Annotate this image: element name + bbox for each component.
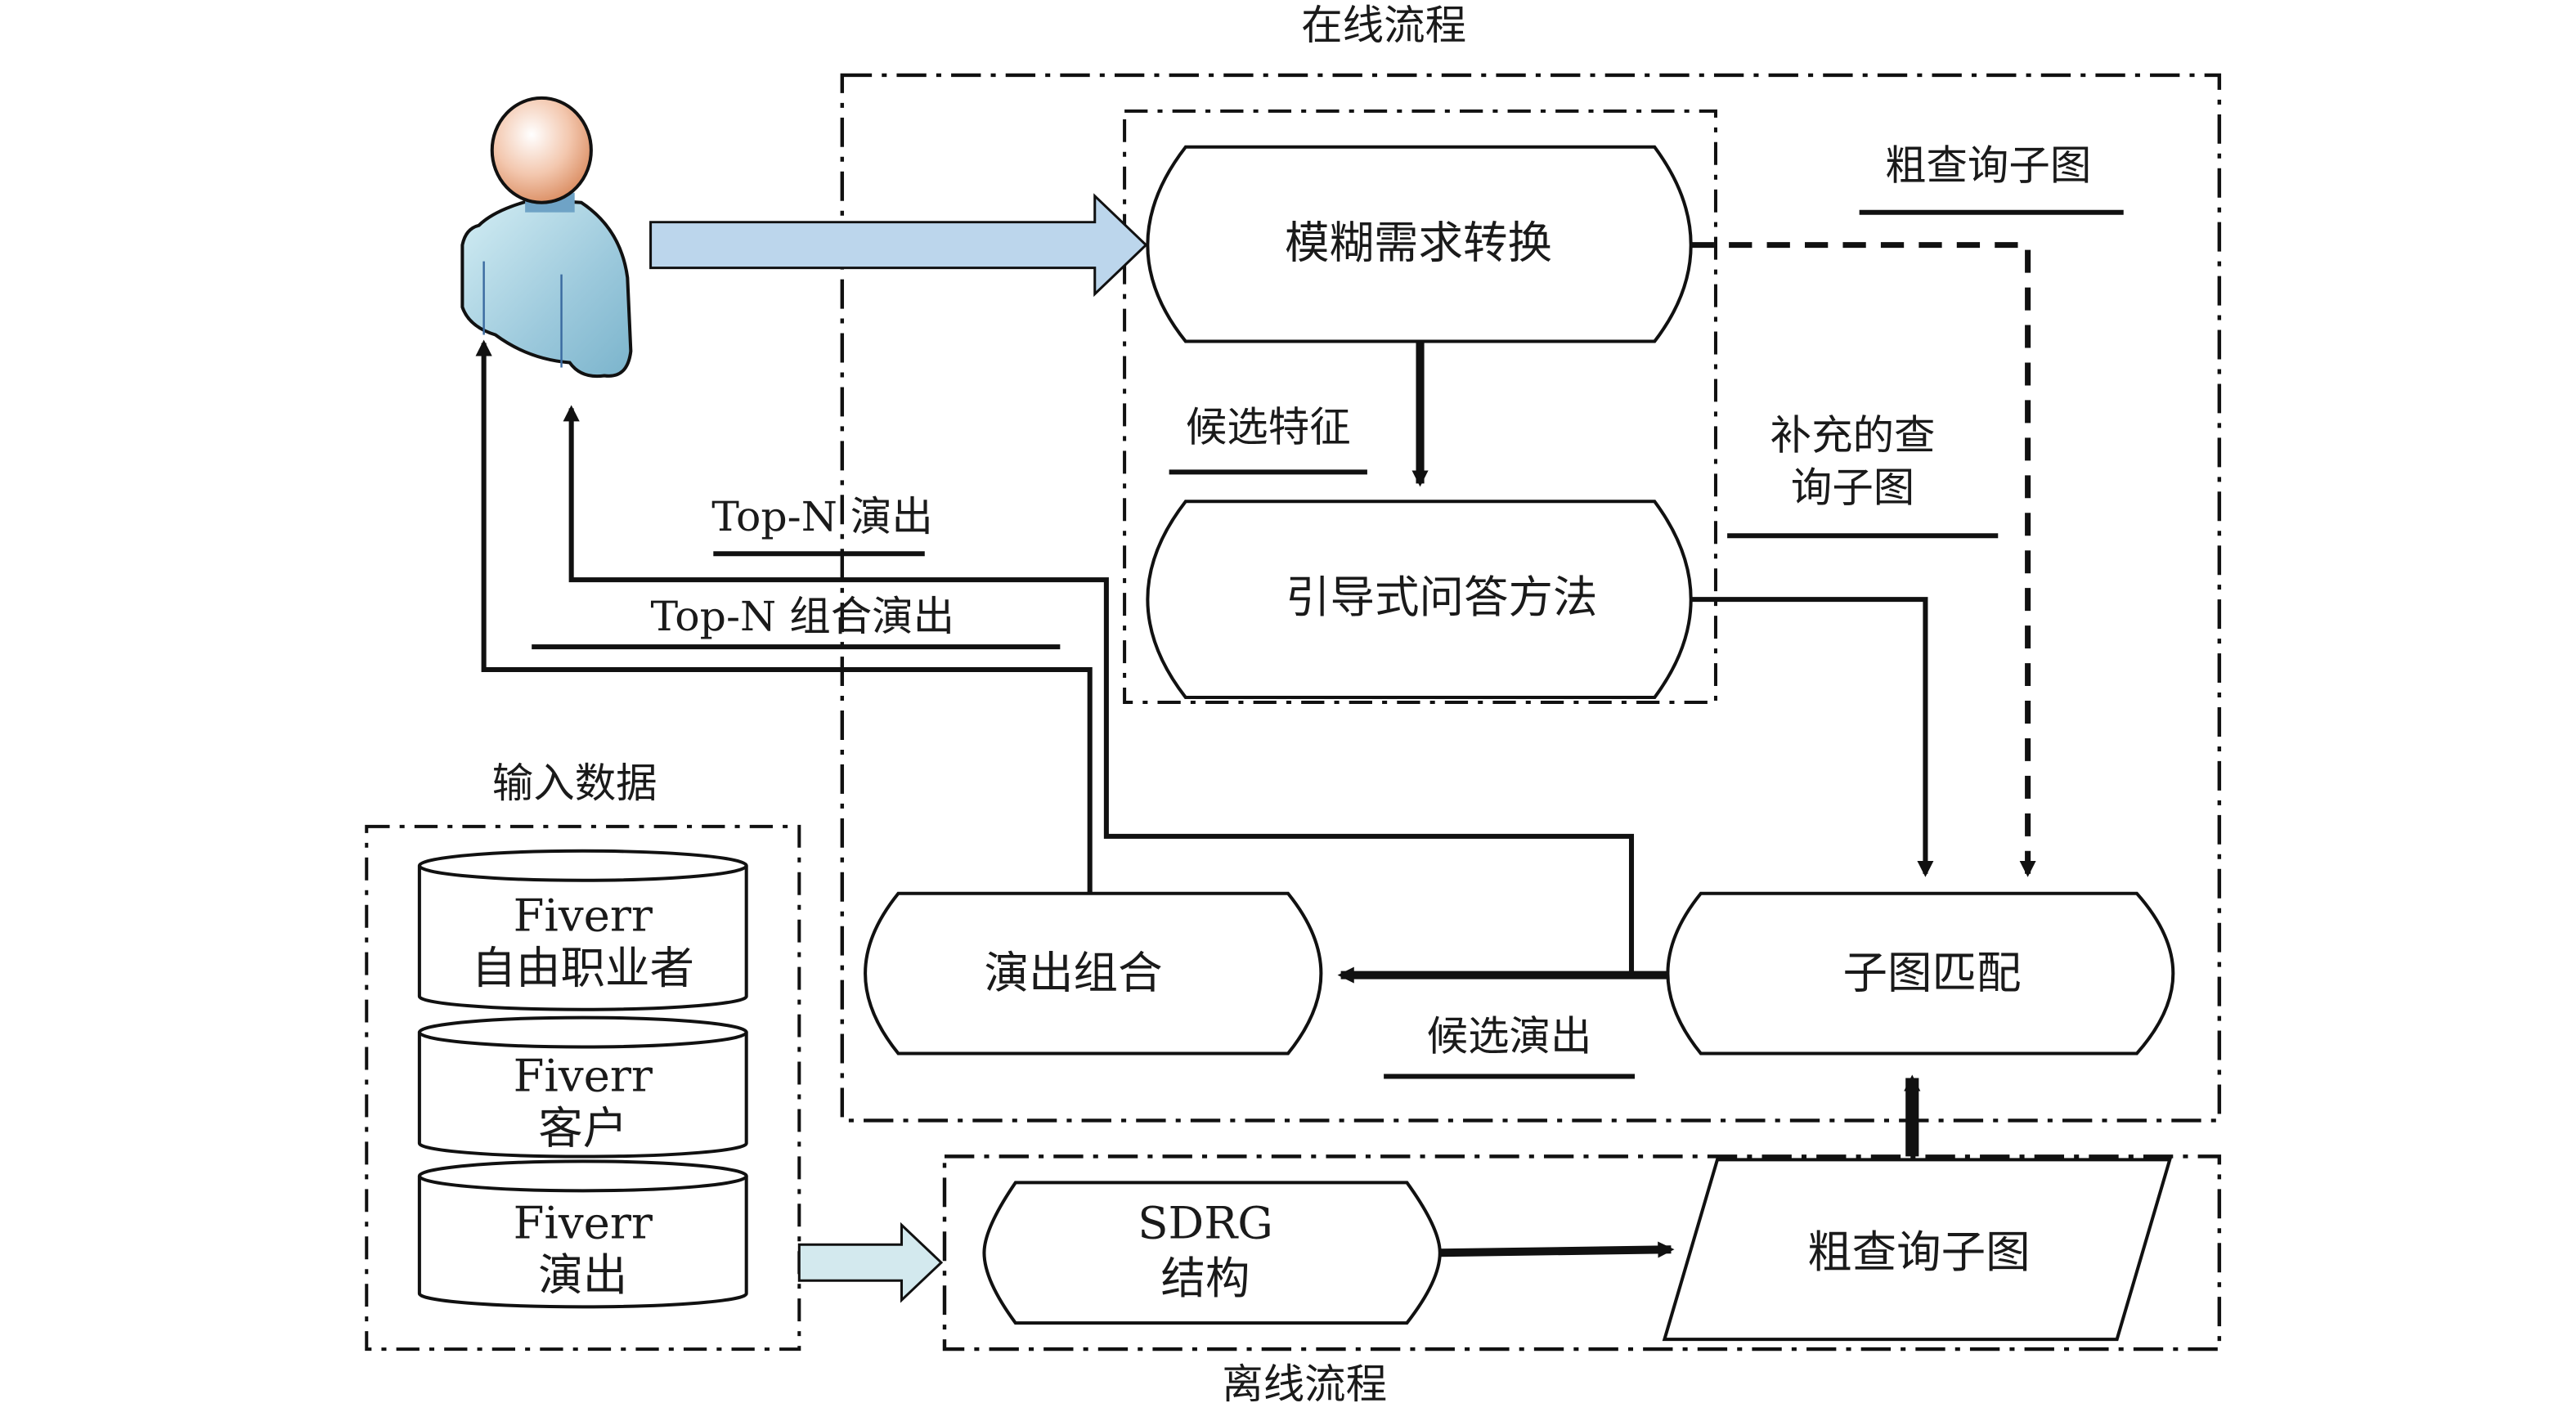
input-data-label: 输入数据 (492, 759, 657, 807)
label-top-n-combined: Top-N 组合演出 (651, 592, 955, 640)
label-top-n-performances: Top-N 演出 (711, 493, 933, 541)
database-performances-line2: 演出 (538, 1249, 627, 1301)
online-inner-frame (1123, 109, 1717, 705)
database-freelancers[interactable]: Fiverr 自由职业者 (417, 849, 748, 1011)
edge-guided-to-matching (1690, 597, 1934, 877)
edge-sdrg-to-coarse (1439, 1241, 1675, 1258)
input-data-arrow (797, 1222, 944, 1303)
offline-process-frame (942, 1154, 2222, 1352)
node-guided-qa[interactable]: 引导式问答方法 (1146, 500, 1693, 700)
database-clients-line1: Fiverr (514, 1051, 653, 1102)
edge-top-n-combined (475, 339, 1093, 894)
node-subgraph-matching-label: 子图匹配 (1842, 948, 2021, 999)
node-sdrg-label-line1: SDRG (1138, 1198, 1273, 1249)
database-clients-line2: 客户 (538, 1103, 627, 1154)
node-fuzzy-conversion-label: 模糊需求转换 (1285, 217, 1552, 269)
node-sdrg-label-line2: 结构 (1161, 1253, 1250, 1304)
edge-top-n-performances (563, 405, 1635, 975)
label-supplementary-line2: 询子图 (1791, 464, 1914, 512)
edge-fuzzy-to-matching-dashed (1690, 242, 2036, 877)
database-freelancers-line1: Fiverr (514, 890, 653, 942)
online-process-frame (840, 73, 2222, 1123)
node-subgraph-matching[interactable]: 子图匹配 (1666, 891, 2175, 1056)
label-candidate-features: 候选特征 (1186, 403, 1351, 451)
database-performances-line1: Fiverr (514, 1198, 653, 1249)
node-performance-combination[interactable]: 演出组合 (864, 891, 1323, 1056)
node-sdrg-structure[interactable]: SDRG 结构 (982, 1181, 1442, 1325)
user-icon (460, 96, 633, 379)
online-process-label: 在线流程 (1301, 1, 1466, 49)
database-performances[interactable]: Fiverr 演出 (417, 1159, 748, 1309)
node-coarse-query-subgraph-data[interactable]: 粗查询子图 (1662, 1158, 2172, 1342)
label-supplementary-line1: 补充的查 (1770, 411, 1936, 459)
user-request-arrow (649, 193, 1148, 298)
node-fuzzy-conversion[interactable]: 模糊需求转换 (1146, 145, 1693, 343)
node-guided-qa-label: 引导式问答方法 (1286, 572, 1598, 623)
database-freelancers-line2: 自由职业者 (472, 943, 695, 994)
label-candidate-performances: 候选演出 (1427, 1012, 1592, 1060)
node-coarse-query-subgraph-label: 粗查询子图 (1807, 1226, 2031, 1278)
label-coarse-query-subgraph: 粗查询子图 (1885, 141, 2091, 190)
offline-process-label: 离线流程 (1222, 1360, 1387, 1408)
database-clients[interactable]: Fiverr 客户 (417, 1015, 748, 1159)
node-performance-combination-label: 演出组合 (984, 948, 1162, 999)
